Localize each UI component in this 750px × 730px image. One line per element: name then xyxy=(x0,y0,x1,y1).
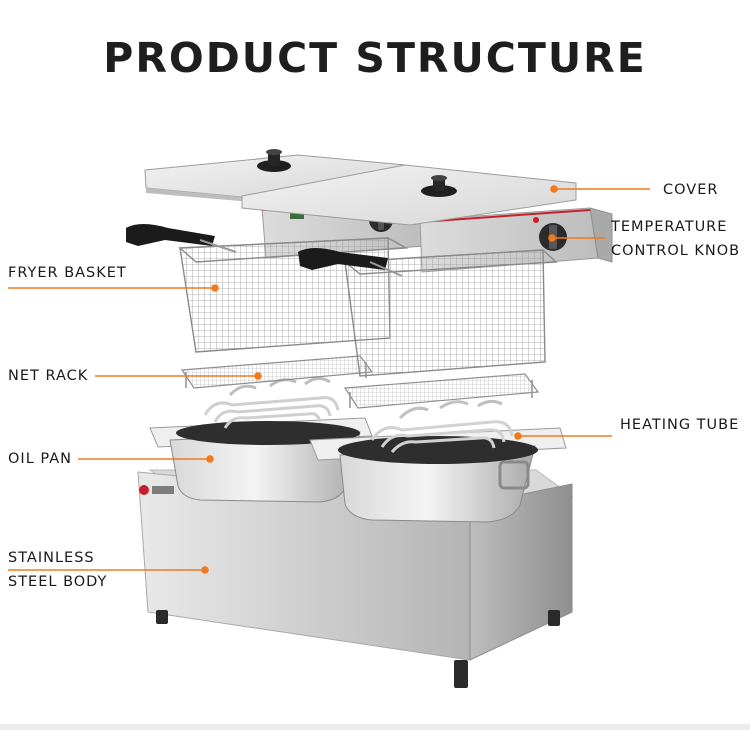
leader-oil-pan xyxy=(78,455,214,463)
label-net-rack: NET RACK xyxy=(8,368,89,384)
label-heating-tube: HEATING TUBE xyxy=(620,417,740,433)
label-stainless-steel-body: STAINLESS STEEL BODY xyxy=(8,546,107,594)
label-temperature-control-knob: TEMPERATURE CONTROL KNOB xyxy=(611,215,740,263)
page-title: PRODUCT STRUCTURE xyxy=(103,34,647,82)
oil-pan-left xyxy=(149,417,373,503)
label-cover: COVER xyxy=(663,182,719,198)
bottom-strip xyxy=(0,724,750,730)
heating-tube-left xyxy=(203,377,340,429)
label-stainless-line1: STAINLESS xyxy=(8,550,95,566)
label-oil-pan: OIL PAN xyxy=(8,451,72,467)
brand-logo-icon xyxy=(139,485,174,495)
leader-cover xyxy=(550,185,650,193)
fryer-basket-right xyxy=(298,248,558,377)
leader-fryer-basket xyxy=(8,284,219,292)
label-temperature-line1: TEMPERATURE xyxy=(611,219,728,235)
cover-right xyxy=(241,164,577,226)
net-rack-right xyxy=(343,373,540,409)
leader-stainless xyxy=(8,566,209,574)
label-temperature-line2: CONTROL KNOB xyxy=(611,243,741,259)
leader-net-rack xyxy=(95,372,262,380)
label-fryer-basket: FRYER BASKET xyxy=(8,265,127,281)
leader-heating-tube xyxy=(514,432,612,440)
label-stainless-line2: STEEL BODY xyxy=(8,574,108,590)
leader-temperature xyxy=(548,234,605,242)
heating-tube-right xyxy=(370,399,514,453)
